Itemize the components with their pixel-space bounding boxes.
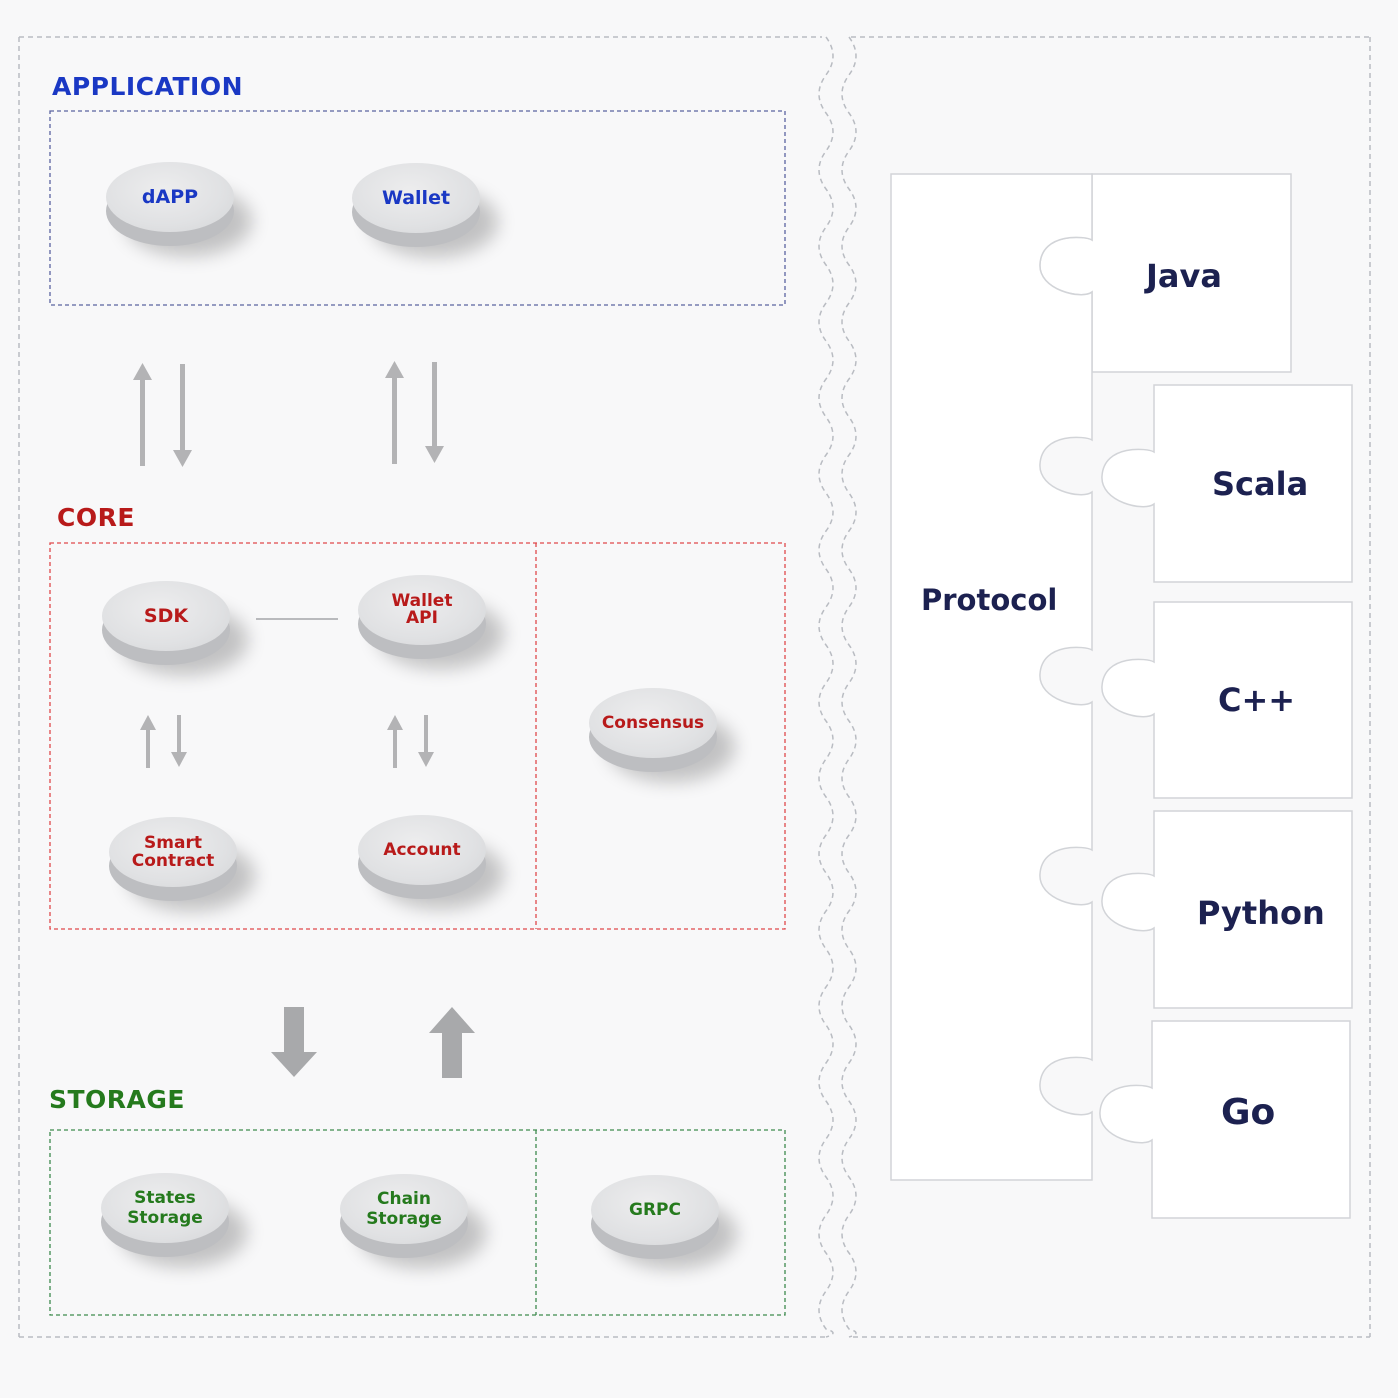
- node-chain-storage-label: Chain Storage: [366, 1189, 442, 1229]
- puzzle-python-label: Python: [1197, 894, 1325, 932]
- puzzle-scala-label: Scala: [1212, 465, 1309, 503]
- section-title-core: CORE: [57, 503, 135, 532]
- node-wallet-label: Wallet: [381, 186, 451, 209]
- node-grpc-label: GRPC: [629, 1199, 681, 1220]
- node-states-storage-label: States Storage: [127, 1188, 203, 1228]
- puzzle-go-label: Go: [1221, 1092, 1276, 1133]
- arrows-app-core: [133, 361, 444, 467]
- puzzle-protocol-label: Protocol: [921, 583, 1058, 617]
- node-sdk-label: SDK: [143, 604, 189, 627]
- node-sdk: SDK: [102, 581, 230, 665]
- node-grpc: GRPC: [591, 1175, 719, 1259]
- node-chain-storage: Chain Storage: [340, 1174, 468, 1258]
- puzzle-pieces: [890, 173, 1353, 1219]
- node-states-storage: States Storage: [101, 1173, 229, 1257]
- node-account: Account: [358, 815, 486, 899]
- node-consensus: Consensus: [589, 688, 717, 772]
- node-wallet-api: Wallet API: [358, 575, 486, 659]
- node-wallet: Wallet: [352, 163, 480, 247]
- section-title-storage: STORAGE: [49, 1085, 186, 1114]
- arrows-core-storage: [271, 1007, 475, 1078]
- node-smart-contract-label: Smart Contract: [131, 833, 215, 871]
- node-dapp: dAPP: [106, 162, 234, 246]
- puzzle-java-label: Java: [1146, 257, 1222, 295]
- node-dapp-label: dAPP: [141, 185, 199, 208]
- node-consensus-label: Consensus: [601, 712, 705, 733]
- node-smart-contract: Smart Contract: [109, 817, 237, 901]
- node-wallet-api-label: Wallet API: [391, 591, 453, 628]
- section-title-application: APPLICATION: [52, 72, 244, 101]
- node-account-label: Account: [383, 839, 461, 860]
- arrows-core-inner: [140, 715, 434, 768]
- puzzle-cpp-label: C++: [1218, 681, 1296, 719]
